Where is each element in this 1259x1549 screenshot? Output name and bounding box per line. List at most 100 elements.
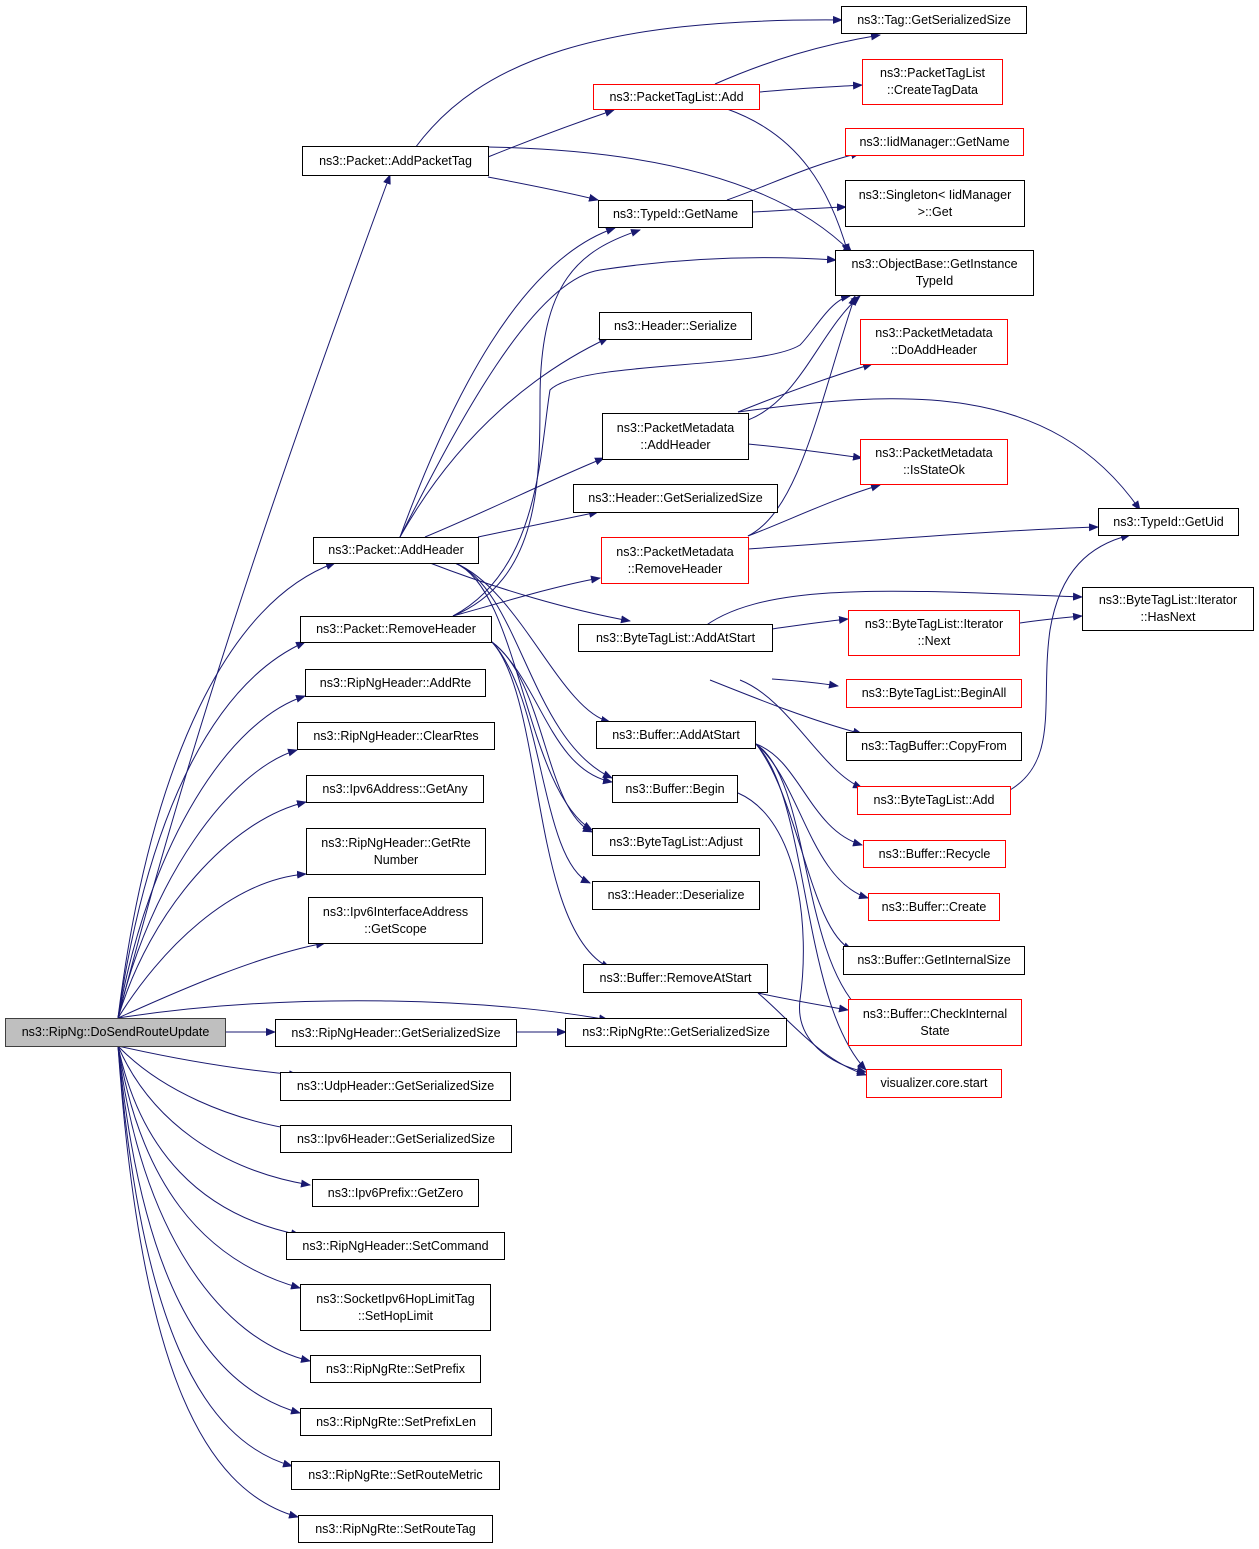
edge-root-getany (117, 800, 307, 1019)
node-ipv6header-getserializedsize[interactable]: ns3::Ipv6Header::GetSerializedSize (280, 1125, 512, 1153)
node-ripngheader-clearrtes[interactable]: ns3::RipNgHeader::ClearRtes (297, 722, 495, 750)
node-ipv6prefix-getzero[interactable]: ns3::Ipv6Prefix::GetZero (312, 1179, 479, 1207)
edge-removeheader-getname (452, 229, 641, 617)
node-packet-addpackettag[interactable]: ns3::Packet::AddPacketTag (302, 146, 489, 176)
node-ripngrte-getserializedsize[interactable]: ns3::RipNgRte::GetSerializedSize (565, 1018, 787, 1047)
node-packettaglist-createtagdata[interactable]: ns3::PacketTagList ::CreateTagData (862, 59, 1003, 105)
node-packetmetadata-doaddheader[interactable]: ns3::PacketMetadata ::DoAddHeader (860, 319, 1008, 365)
node-packetmetadata-isstateok[interactable]: ns3::PacketMetadata ::IsStateOk (860, 439, 1008, 485)
edge-removeheader-bufbegin (491, 641, 613, 785)
edge-root-clearrtes (117, 748, 298, 1019)
node-bytetaglist-iterator-hasnext[interactable]: ns3::ByteTagList::Iterator ::HasNext (1082, 587, 1254, 631)
node-buffer-begin[interactable]: ns3::Buffer::Begin (612, 775, 738, 803)
node-bytetaglist-adjust[interactable]: ns3::ByteTagList::Adjust (592, 828, 760, 856)
node-tagbuffer-copyfrom[interactable]: ns3::TagBuffer::CopyFrom (846, 732, 1022, 761)
node-buffer-removeatstart[interactable]: ns3::Buffer::RemoveAtStart (583, 964, 768, 993)
node-ipv6interfaceaddress-getscope[interactable]: ns3::Ipv6InterfaceAddress ::GetScope (308, 897, 483, 944)
node-typeid-getuid[interactable]: ns3::TypeId::GetUid (1098, 508, 1239, 536)
edge-root-sethoplimit (117, 1045, 301, 1290)
edge-bufaddatstart-recycle (755, 743, 863, 847)
edge-taglistadd-tagsize (714, 32, 881, 85)
node-ripngheader-getrtenumber[interactable]: ns3::RipNgHeader::GetRte Number (306, 828, 486, 875)
edge-taglistadd-getinstance (726, 108, 850, 254)
edge-root-removeheader (117, 641, 306, 1019)
node-bytetaglist-add[interactable]: ns3::ByteTagList::Add (857, 786, 1011, 815)
node-buffer-recycle[interactable]: ns3::Buffer::Recycle (863, 840, 1006, 868)
node-visualizer-core-start[interactable]: visualizer.core.start (866, 1069, 1002, 1098)
edge-bufaddatstart-create (755, 743, 869, 900)
edge-btladdatstart-iternext (771, 615, 849, 630)
edge-bufaddatstart-internalsize (755, 743, 853, 951)
node-root-dosendrouteupdate: ns3::RipNg::DoSendRouteUpdate (5, 1018, 226, 1047)
edge-bufremoveatstart-vizstart (757, 992, 867, 1077)
node-tag-getserializedsize[interactable]: ns3::Tag::GetSerializedSize (841, 6, 1027, 34)
node-packet-addheader[interactable]: ns3::Packet::AddHeader (313, 537, 479, 564)
edge-root-getzero (117, 1045, 311, 1188)
edge-taglistadd-createtagdata (759, 81, 863, 93)
node-buffer-getinternalsize[interactable]: ns3::Buffer::GetInternalSize (843, 946, 1025, 975)
edge-pmremoveheader-getuid (747, 523, 1099, 550)
edge-btladdatstart-iterhasnext (699, 590, 1083, 631)
edge-root-ipv6hdrsize (117, 1045, 299, 1133)
edge-btladdatstart-btladd (739, 679, 863, 789)
node-ripngrte-setroutemetric[interactable]: ns3::RipNgRte::SetRouteMetric (291, 1461, 500, 1490)
node-singleton-iidmanager-get[interactable]: ns3::Singleton< IidManager >::Get (845, 180, 1025, 227)
node-objectbase-getinstancetypeid[interactable]: ns3::ObjectBase::GetInstance TypeId (835, 250, 1034, 296)
edge-bufaddatstart-vizstart (755, 743, 867, 1071)
edge-removeheader-btladjust (491, 641, 593, 833)
edge-addpackettag-getname (487, 176, 599, 202)
node-ripngheader-getserializedsize[interactable]: ns3::RipNgHeader::GetSerializedSize (275, 1019, 517, 1047)
node-buffer-addatstart[interactable]: ns3::Buffer::AddAtStart (596, 721, 756, 749)
edge-pmremoveheader-isstateok (747, 483, 881, 537)
node-header-serialize[interactable]: ns3::Header::Serialize (599, 312, 752, 340)
node-bytetaglist-addatstart[interactable]: ns3::ByteTagList::AddAtStart (578, 624, 773, 652)
edge-removeheader-getinstance (452, 293, 851, 617)
edge-root-setprefixlen (117, 1045, 301, 1415)
edge-btladd-getuid (1009, 533, 1131, 791)
node-typeid-getname[interactable]: ns3::TypeId::GetName (598, 200, 753, 228)
node-ipv6address-getany[interactable]: ns3::Ipv6Address::GetAny (306, 775, 484, 803)
edge-root-setroutemetric (117, 1045, 293, 1468)
edge-root-addpackettag (117, 174, 391, 1019)
node-ripngrte-setprefix[interactable]: ns3::RipNgRte::SetPrefix (310, 1355, 481, 1383)
node-udpheader-getserializedsize[interactable]: ns3::UdpHeader::GetSerializedSize (280, 1072, 511, 1101)
node-packettaglist-add[interactable]: ns3::PacketTagList::Add (593, 84, 760, 110)
node-socketipv6hoplimittag-sethoplimit[interactable]: ns3::SocketIpv6HopLimitTag ::SetHopLimit (300, 1284, 491, 1331)
edge-addheader-bufbegin (454, 562, 613, 779)
node-buffer-create[interactable]: ns3::Buffer::Create (868, 893, 1000, 921)
edge-removeheader-deserialize (491, 641, 591, 884)
node-packet-removeheader[interactable]: ns3::Packet::RemoveHeader (300, 616, 492, 643)
node-iidmanager-getname[interactable]: ns3::IidManager::GetName (845, 128, 1024, 156)
node-ripngrte-setroutetag[interactable]: ns3::RipNgRte::SetRouteTag (298, 1515, 493, 1543)
node-header-deserialize[interactable]: ns3::Header::Deserialize (592, 881, 760, 910)
edge-addpackettag-taglistadd (487, 109, 615, 158)
edge-root-addheader (117, 562, 336, 1019)
node-ripngheader-addrte[interactable]: ns3::RipNgHeader::AddRte (305, 669, 486, 697)
edge-root-setprefix (117, 1045, 311, 1363)
edge-addheader-btladdatstart (429, 562, 631, 624)
edge-addheader-pmaddheader (424, 457, 605, 538)
edge-root-addrte (117, 694, 306, 1019)
edge-pmaddheader-doaddheader (737, 362, 873, 413)
node-packetmetadata-addheader[interactable]: ns3::PacketMetadata ::AddHeader (602, 413, 749, 460)
node-bytetaglist-iterator-next[interactable]: ns3::ByteTagList::Iterator ::Next (848, 610, 1020, 656)
edge-root-ripngrte-direct (117, 1000, 609, 1023)
node-header-getserializedsize[interactable]: ns3::Header::GetSerializedSize (573, 484, 778, 513)
node-packetmetadata-removeheader[interactable]: ns3::PacketMetadata ::RemoveHeader (601, 537, 749, 584)
edge-addheader-getname (399, 227, 616, 538)
edge-bufremoveatstart-checkinternal (757, 992, 849, 1013)
node-ripngheader-setcommand[interactable]: ns3::RipNgHeader::SetCommand (286, 1232, 505, 1260)
node-ripngrte-setprefixlen[interactable]: ns3::RipNgRte::SetPrefixLen (300, 1408, 492, 1436)
edge-bufaddatstart-checkinternal (755, 743, 861, 1011)
edge-addpackettag-getinstance (487, 146, 853, 254)
node-buffer-checkinternalstate[interactable]: ns3::Buffer::CheckInternal State (848, 999, 1022, 1046)
edge-pmremoveheader-getinstance (747, 295, 856, 537)
node-bytetaglist-beginall[interactable]: ns3::ByteTagList::BeginAll (846, 679, 1022, 708)
edge-addheader-headersize (477, 509, 599, 538)
edge-root-setroutetag (117, 1045, 299, 1519)
edge-addheader-getinstance (399, 255, 837, 538)
edge-addheader-bufaddatstart (454, 562, 611, 724)
edge-iternext-hasnext (1019, 612, 1083, 624)
